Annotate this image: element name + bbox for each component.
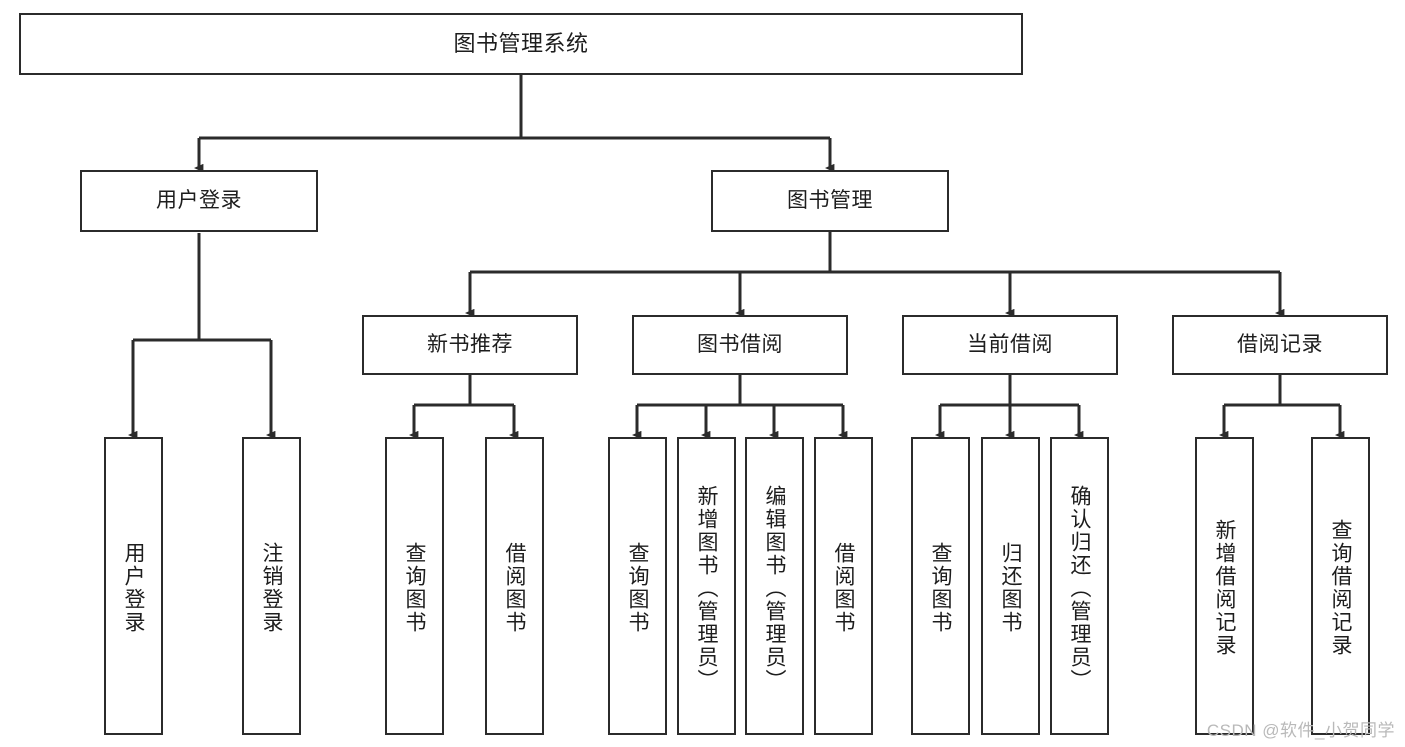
leaf-new-book-query-books[interactable]: 查询图书 [385, 437, 444, 735]
node-user-login[interactable]: 用户登录 [80, 170, 318, 232]
node-label: 查询图书 [626, 542, 649, 634]
node-label: 借阅图书 [832, 542, 855, 634]
node-label: 图书借阅 [697, 332, 783, 356]
leaf-add-borrow-record[interactable]: 新增借阅记录 [1195, 437, 1254, 735]
leaf-user-login[interactable]: 用户登录 [104, 437, 163, 735]
leaf-edit-book-admin[interactable]: 编辑图书（管理员） [745, 437, 804, 735]
leaf-add-book-admin[interactable]: 新增图书（管理员） [677, 437, 736, 735]
node-label: 借阅记录 [1237, 332, 1323, 356]
csdn-watermark: CSDN @软件_小贺同学 [1206, 721, 1395, 740]
node-root-book-management-system[interactable]: 图书管理系统 [19, 13, 1023, 75]
node-label: 新增图书（管理员） [695, 484, 718, 692]
node-label: 查询借阅记录 [1329, 519, 1352, 657]
leaf-borrow-query-books[interactable]: 查询图书 [608, 437, 667, 735]
node-label: 当前借阅 [967, 332, 1053, 356]
node-current-borrowing[interactable]: 当前借阅 [902, 315, 1118, 375]
node-label: 查询图书 [929, 542, 952, 634]
node-label: 借阅图书 [503, 542, 526, 634]
leaf-return-books[interactable]: 归还图书 [981, 437, 1040, 735]
node-book-borrowing[interactable]: 图书借阅 [632, 315, 848, 375]
leaf-borrow-books[interactable]: 借阅图书 [814, 437, 873, 735]
node-label: 用户登录 [156, 188, 242, 212]
leaf-confirm-return-admin[interactable]: 确认归还（管理员） [1050, 437, 1109, 735]
node-label: 查询图书 [403, 542, 426, 634]
node-label: 注销登录 [260, 542, 283, 634]
leaf-current-query-books[interactable]: 查询图书 [911, 437, 970, 735]
leaf-logout[interactable]: 注销登录 [242, 437, 301, 735]
node-label: 图书管理系统 [453, 31, 589, 57]
node-borrowing-record[interactable]: 借阅记录 [1172, 315, 1388, 375]
node-new-book-recommendation[interactable]: 新书推荐 [362, 315, 578, 375]
node-label: 用户登录 [122, 542, 145, 634]
node-label: 新书推荐 [427, 332, 513, 356]
leaf-new-book-borrow-books[interactable]: 借阅图书 [485, 437, 544, 735]
node-label: 图书管理 [787, 188, 873, 212]
node-label: 确认归还（管理员） [1068, 484, 1091, 692]
node-label: 归还图书 [999, 542, 1022, 634]
node-label: 新增借阅记录 [1213, 519, 1236, 657]
leaf-query-borrow-record[interactable]: 查询借阅记录 [1311, 437, 1370, 735]
node-label: 编辑图书（管理员） [763, 484, 786, 692]
node-book-management[interactable]: 图书管理 [711, 170, 949, 232]
